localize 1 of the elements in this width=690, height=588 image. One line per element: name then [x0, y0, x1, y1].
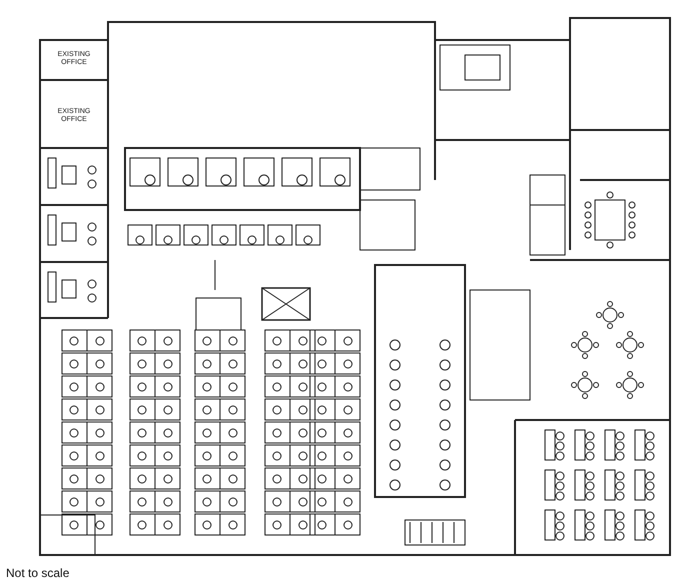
- caption: Not to scale: [6, 566, 70, 580]
